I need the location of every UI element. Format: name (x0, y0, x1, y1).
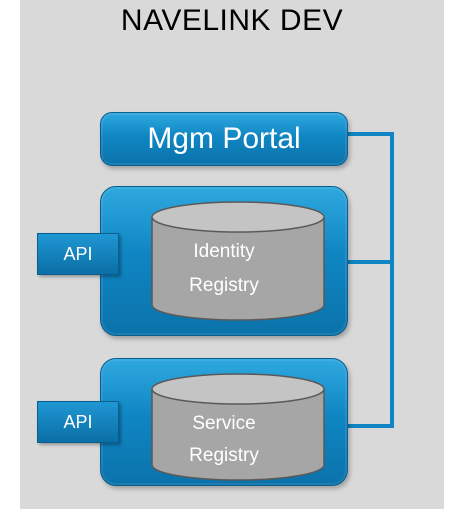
service-database-icon (151, 373, 325, 481)
service-registry-line2: Registry (189, 445, 259, 466)
service-registry-box: Service Registry (100, 358, 348, 486)
identity-registry-line2: Registry (189, 275, 259, 296)
diagram-title: NAVELINK DEV (120, 4, 344, 37)
mgm-portal-label: Mgm Portal (147, 122, 301, 155)
identity-api-box: API (37, 233, 119, 275)
service-api-box: API (37, 401, 119, 443)
service-registry-line1: Service (192, 413, 256, 434)
mgm-portal-box: Mgm Portal (100, 112, 348, 166)
identity-registry-line1: Identity (193, 241, 255, 262)
identity-registry-box: Identity Registry (100, 186, 348, 336)
connector-bus (344, 132, 394, 428)
identity-database-icon (151, 201, 325, 321)
